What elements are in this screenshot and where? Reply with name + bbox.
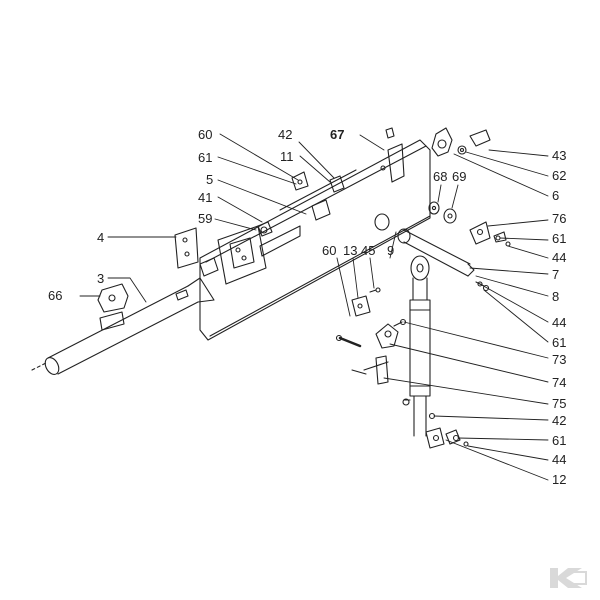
part-label-12: 12 xyxy=(552,472,567,487)
part-label-42: 42 xyxy=(278,127,293,142)
part-label-5: 5 xyxy=(206,172,214,187)
part-label-75: 75 xyxy=(552,396,567,411)
part-label-41: 41 xyxy=(198,190,213,205)
frame-housing xyxy=(199,139,431,341)
part-label-61: 61 xyxy=(198,150,213,165)
part-label-66: 66 xyxy=(48,288,63,303)
part-label-62: 62 xyxy=(552,168,567,183)
part-label-68: 68 xyxy=(433,169,448,184)
part-label-11: 11 xyxy=(280,149,294,164)
bracket-plate xyxy=(174,225,267,285)
part-label-13: 13 xyxy=(343,243,358,258)
part-label-44c: 44 xyxy=(552,452,567,467)
part-label-3: 3 xyxy=(97,271,105,286)
part-label-61c: 61 xyxy=(552,335,567,350)
brand-logo xyxy=(550,568,587,588)
part-label-60b: 60 xyxy=(322,243,337,258)
part-label-69: 69 xyxy=(452,169,467,184)
part-label-59: 59 xyxy=(198,211,213,226)
part-label-76: 76 xyxy=(552,211,567,226)
frame-hardware xyxy=(257,127,405,237)
lower-clevis xyxy=(425,427,461,449)
part-label-44b: 44 xyxy=(552,315,567,330)
side-hardware xyxy=(428,235,511,447)
part-label-74: 74 xyxy=(552,375,567,390)
long-shaft xyxy=(31,257,219,375)
part-label-7: 7 xyxy=(552,267,560,282)
part-label-61b: 61 xyxy=(552,231,567,246)
part-label-61d: 61 xyxy=(552,433,567,448)
link-bracket xyxy=(469,221,507,245)
hydraulic-cylinder xyxy=(402,255,431,437)
part-label-43: 43 xyxy=(552,148,567,163)
part-label-44: 44 xyxy=(552,250,567,265)
part-label-6: 6 xyxy=(552,188,560,203)
part-label-60: 60 xyxy=(198,127,213,142)
part-label-45: 45 xyxy=(361,243,376,258)
washers xyxy=(428,201,457,224)
lever-arm xyxy=(374,213,490,292)
part-label-67: 67 xyxy=(330,127,345,142)
part-label-42b: 42 xyxy=(552,413,567,428)
part-label-4: 4 xyxy=(97,230,105,245)
hydraulic-fittings xyxy=(351,318,407,385)
part-label-73: 73 xyxy=(552,352,567,367)
leader-lines xyxy=(79,133,549,481)
clamp-block xyxy=(97,283,129,331)
pivot-assembly xyxy=(431,127,491,157)
part-label-8: 8 xyxy=(552,289,560,304)
mount-bracket xyxy=(335,287,381,348)
part-label-9: 9 xyxy=(387,243,395,258)
